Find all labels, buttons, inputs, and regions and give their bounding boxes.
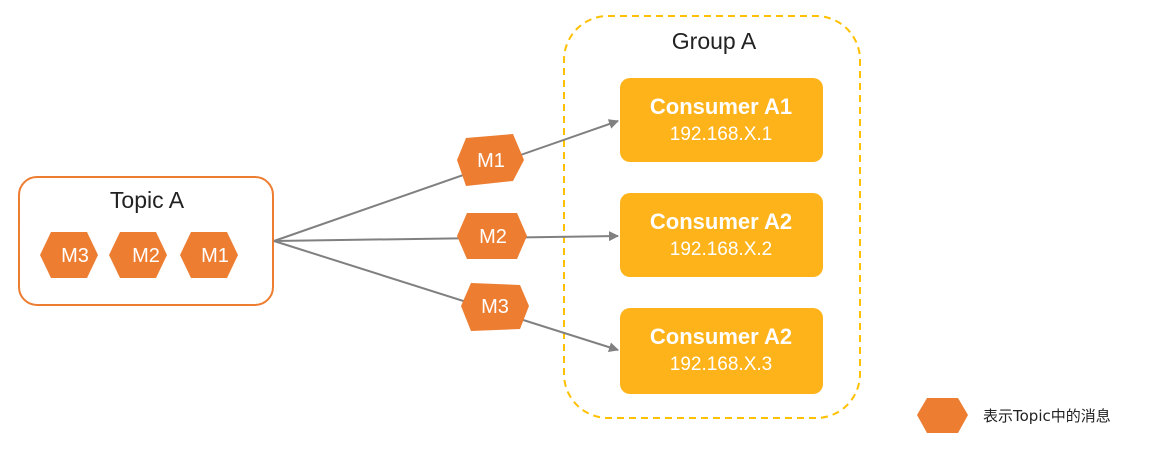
topic-message-label: M2 (132, 245, 160, 267)
topic-message-m2: M2 (109, 232, 167, 278)
consumer-ip: 192.168.X.3 (670, 354, 772, 375)
group-title: Group A (672, 28, 757, 54)
arrow-to-consumer-3 (273, 240, 619, 353)
consumer-ip: 192.168.X.2 (670, 239, 772, 260)
topic-title: Topic A (110, 187, 185, 213)
group-container (563, 15, 861, 419)
transit-message-m1: M1 (457, 134, 524, 186)
legend-text: 表示Topic中的消息 (983, 407, 1111, 425)
transit-message-label: M2 (479, 226, 507, 248)
arrow-to-consumer-1 (273, 119, 619, 242)
legend-hex-icon (917, 398, 968, 433)
arrow-to-consumer-2 (273, 231, 619, 242)
consumer-1: Consumer A1 192.168.X.1 (620, 78, 823, 162)
topic-message-m1: M1 (180, 232, 238, 278)
consumer-2: Consumer A2 192.168.X.2 (620, 193, 823, 277)
topic-message-label: M3 (61, 245, 89, 267)
topic-message-label: M1 (201, 245, 229, 267)
legend: 表示Topic中的消息 (917, 398, 1111, 433)
consumer-3: Consumer A2 192.168.X.3 (620, 308, 823, 394)
transit-message-m3: M3 (461, 283, 529, 331)
transit-message-label: M1 (477, 150, 505, 172)
consumer-name: Consumer A2 (650, 324, 792, 349)
topic-message-m3: M3 (40, 232, 98, 278)
consumer-name: Consumer A1 (650, 94, 792, 119)
transit-message-m2: M2 (457, 213, 527, 259)
consumer-name: Consumer A2 (650, 209, 792, 234)
consumer-ip: 192.168.X.1 (670, 124, 772, 145)
transit-message-label: M3 (481, 296, 509, 318)
